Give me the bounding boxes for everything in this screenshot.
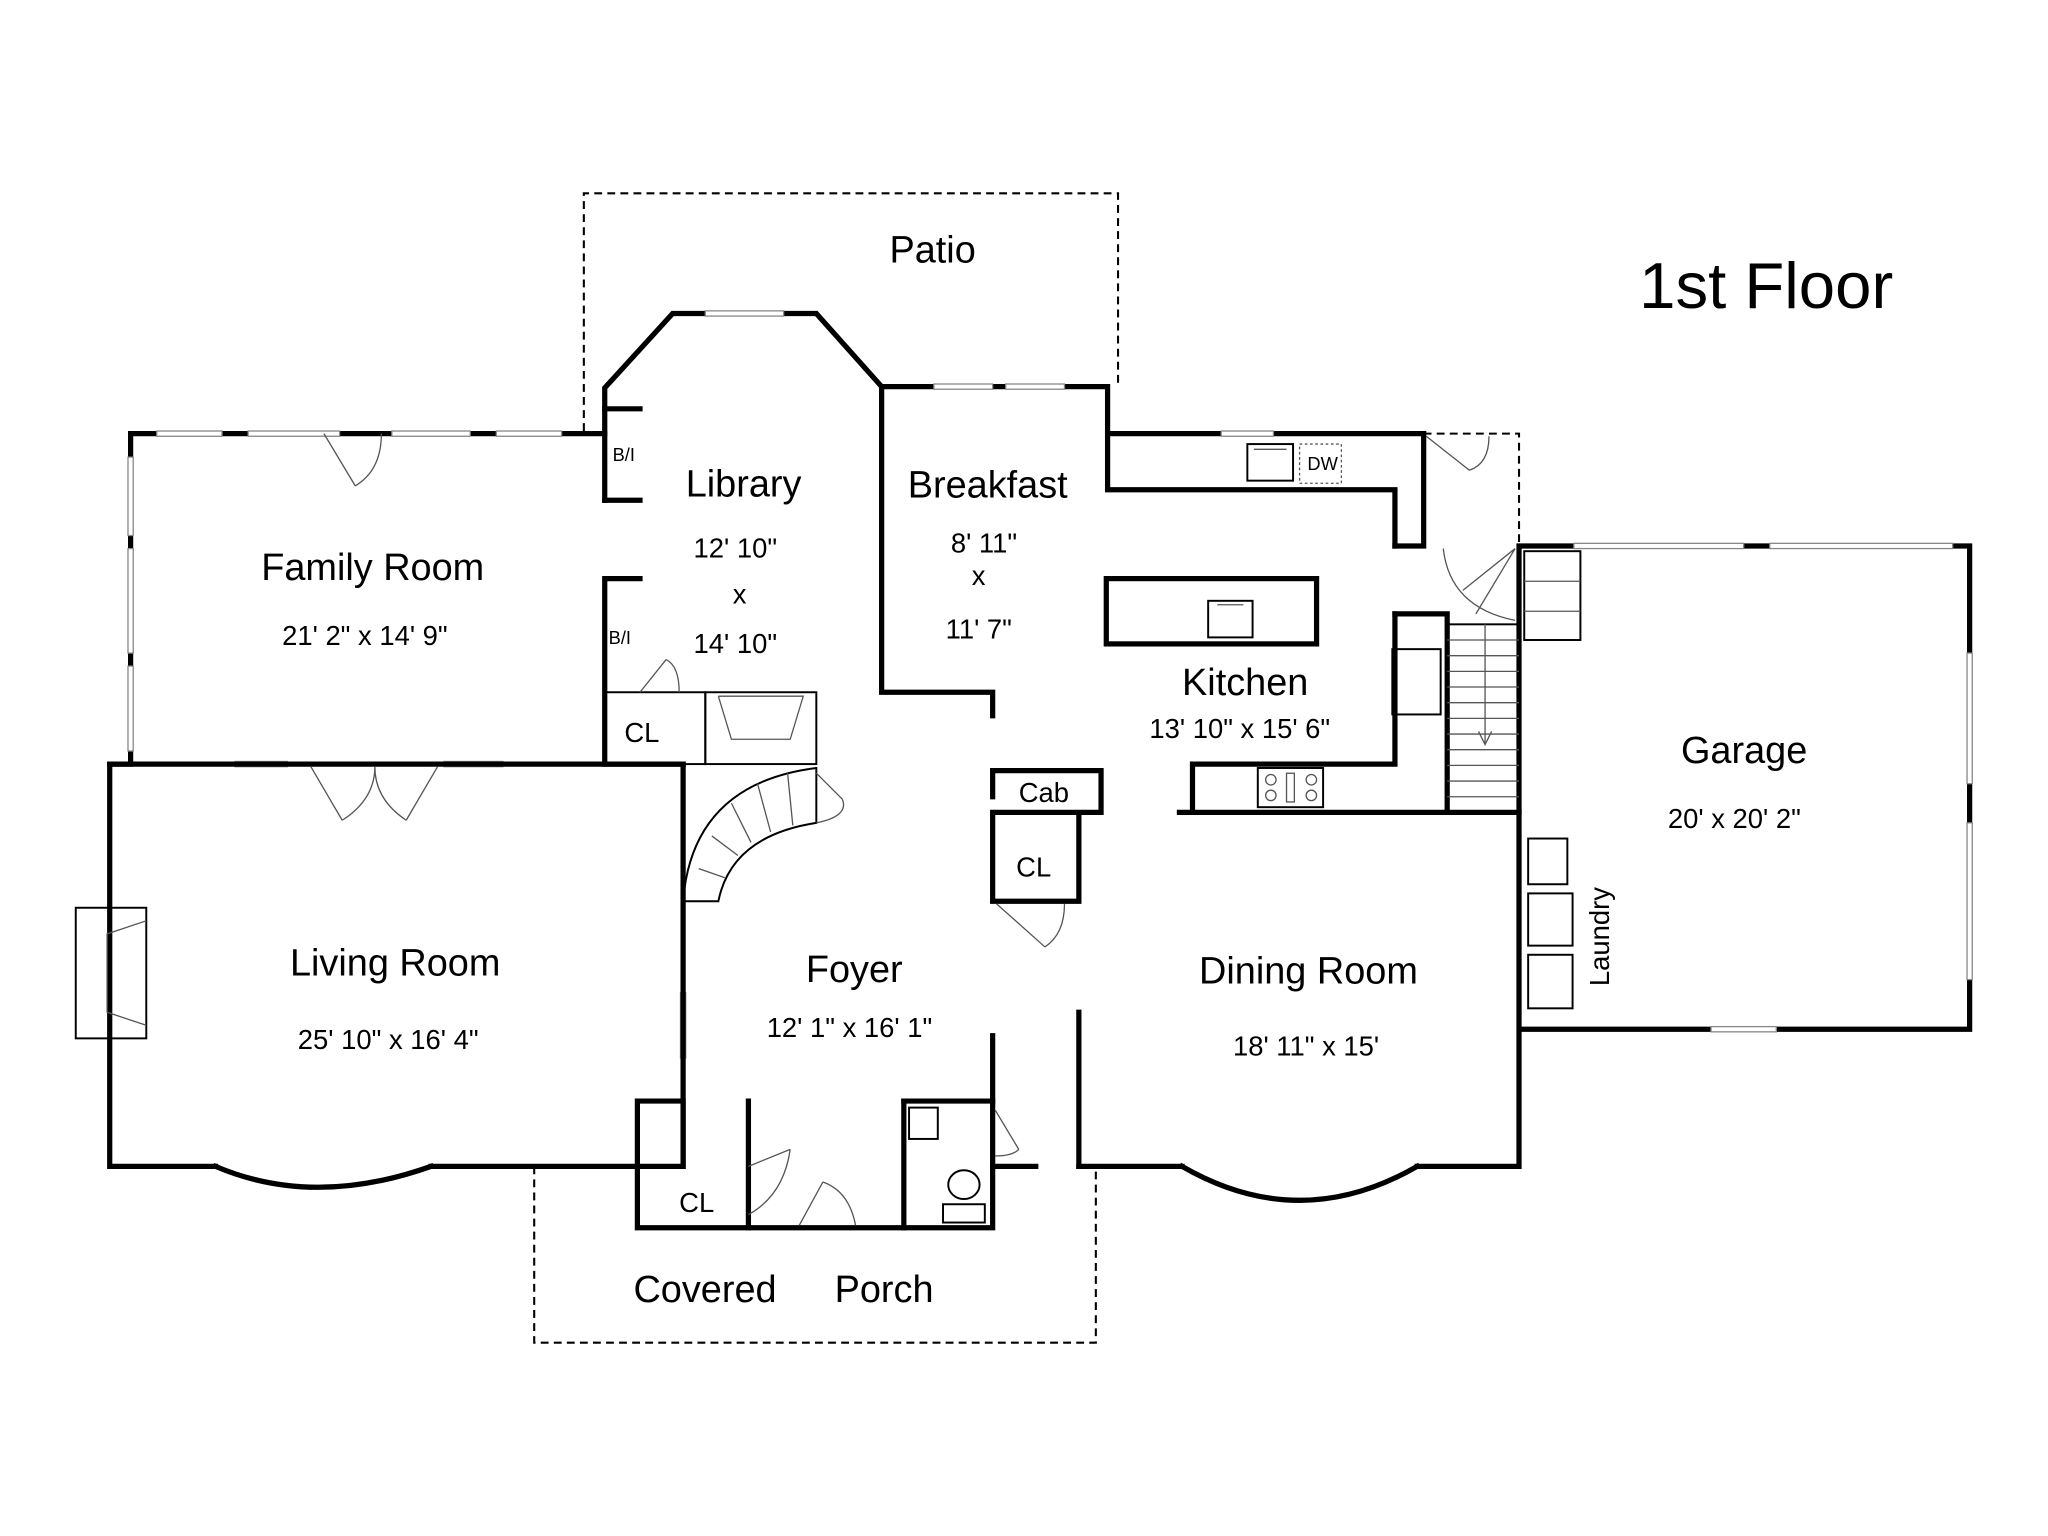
porch-closet-label: CL <box>679 1187 714 1218</box>
library-dim-w: 12' 10" <box>694 533 778 564</box>
library-label: Library <box>686 463 802 505</box>
windows <box>127 310 1973 1059</box>
fireplace-living <box>74 906 148 1040</box>
floor-title: 1st Floor <box>1639 249 1893 322</box>
kitchen-island <box>1103 575 1320 647</box>
mudroom-outline <box>1423 432 1521 546</box>
library-closet-label: CL <box>624 717 659 748</box>
stove-icon <box>1256 767 1325 809</box>
family-room-label: Family Room <box>261 547 484 589</box>
laundry-label: Laundry <box>1584 887 1615 986</box>
foyer-dims: 12' 1" x 16' 1" <box>767 1012 933 1043</box>
living-room-label: Living Room <box>290 943 500 985</box>
bi-label-upper: B/I <box>613 444 635 465</box>
breakfast-label: Breakfast <box>908 465 1068 507</box>
library-dim-x: x <box>733 578 747 609</box>
family-room-dims: 21' 2" x 14' 9" <box>282 620 448 651</box>
refrigerator <box>1391 648 1442 716</box>
powder-room-fixtures <box>908 1106 986 1224</box>
garage-steps <box>1523 550 1582 641</box>
dishwasher-label: DW <box>1307 453 1338 474</box>
bi-label-lower: B/I <box>609 627 631 648</box>
patio-outline <box>582 192 1120 432</box>
cab-label: Cab <box>1019 777 1069 808</box>
foyer-label: Foyer <box>806 949 903 991</box>
breakfast-dim-x: x <box>972 560 986 591</box>
garage-label: Garage <box>1681 730 1807 772</box>
kitchen-sink-icon <box>1246 443 1295 482</box>
breakfast-dim-h: 11' 7" <box>946 614 1012 645</box>
dining-room-label: Dining Room <box>1199 951 1418 993</box>
porch-label-1: Covered <box>633 1269 776 1311</box>
curved-staircase <box>682 766 818 903</box>
patio-label: Patio <box>889 230 975 272</box>
library-dim-h: 14' 10" <box>694 628 778 659</box>
interior-walls <box>107 383 1522 1231</box>
kitchen-dims: 13' 10" x 15' 6" <box>1149 713 1330 744</box>
laundry-appliances <box>1527 837 1574 1010</box>
breakfast-dim-w: 8' 11" <box>951 527 1017 558</box>
doors <box>310 433 1516 1226</box>
porch-label-2: Porch <box>835 1269 934 1311</box>
porch-outline <box>533 1166 1097 1344</box>
living-room-dims: 25' 10" x 16' 4" <box>298 1024 479 1055</box>
island-sink-icon <box>1207 599 1254 639</box>
garage-dims: 20' x 20' 2" <box>1668 803 1801 834</box>
dining-room-dims: 18' 11" x 15' <box>1233 1030 1379 1061</box>
fireplace-library <box>704 691 818 766</box>
foyer-closet-label: CL <box>1016 851 1051 882</box>
basement-stairs <box>1446 623 1520 814</box>
kitchen-label: Kitchen <box>1182 662 1308 704</box>
